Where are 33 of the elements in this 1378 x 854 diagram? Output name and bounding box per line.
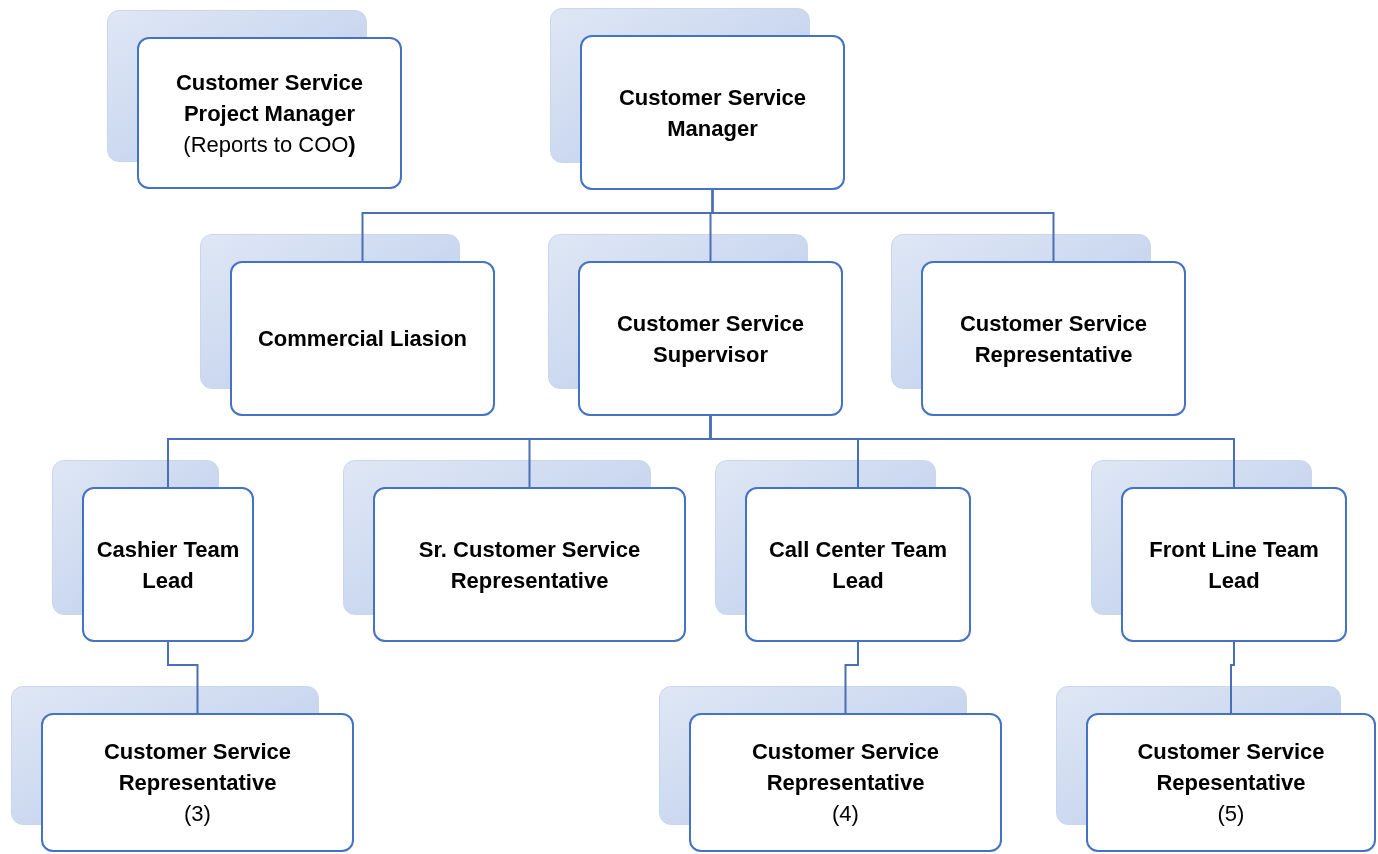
role-title: Front Line Team Lead xyxy=(1148,535,1320,595)
connector-line xyxy=(844,641,859,714)
role-title: Call Center Team Lead xyxy=(767,535,949,595)
org-box xyxy=(373,487,686,642)
role-title: Cashier Team Lead xyxy=(96,535,240,595)
role-title: Sr. Customer Service Representative xyxy=(417,535,642,595)
role-title: Customer Service Manager xyxy=(617,83,808,143)
connector-line xyxy=(711,189,1055,262)
role-title: Customer Service Project Manager xyxy=(174,68,365,128)
org-box xyxy=(82,487,254,642)
org-box xyxy=(578,261,843,416)
role-title: Customer Service Representative xyxy=(102,738,293,797)
connector-line xyxy=(167,641,199,714)
role-note: (3) xyxy=(184,800,211,828)
role-title: Customer Service Representative xyxy=(750,738,941,797)
role-note: (Reports to COO) xyxy=(183,130,356,159)
org-box xyxy=(1086,713,1376,852)
org-box xyxy=(230,261,495,416)
role-title: Customer Service Repesentative xyxy=(1136,738,1326,797)
connector-line xyxy=(1230,641,1235,714)
org-box xyxy=(137,37,402,189)
role-title: Commercial Liasion xyxy=(257,325,468,353)
org-box xyxy=(41,713,354,852)
org-box xyxy=(689,713,1002,852)
org-box xyxy=(580,35,845,190)
connector-line xyxy=(709,415,1235,488)
role-title: Customer Service Supervisor xyxy=(615,309,806,369)
role-note: (5) xyxy=(1217,800,1245,828)
role-title: Customer Service Representative xyxy=(958,309,1149,369)
role-note: (4) xyxy=(832,800,859,828)
org-box xyxy=(921,261,1186,416)
org-box xyxy=(745,487,971,642)
org-box xyxy=(1121,487,1347,642)
